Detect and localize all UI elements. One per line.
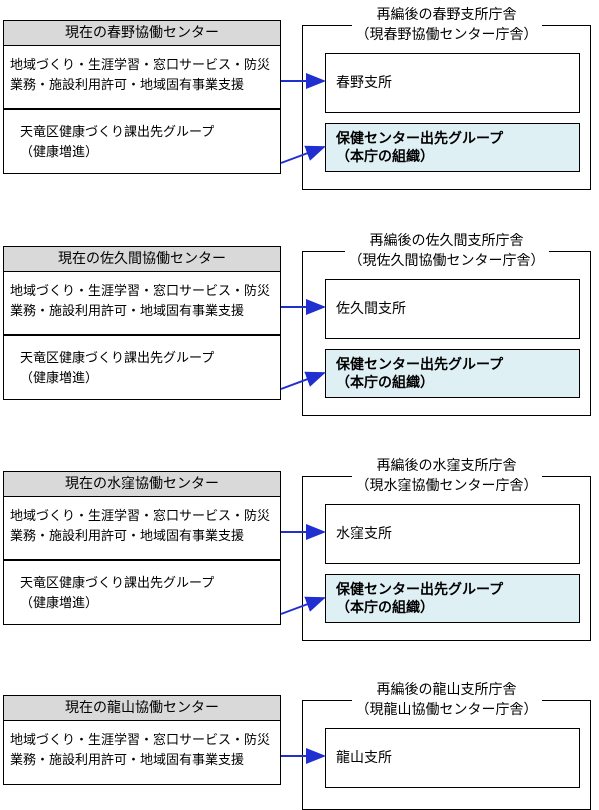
health-group-box: 天竜区健康づくり課出先グループ（健康増進） [3,336,281,400]
current-center: 現在の佐久間協働センター 地域づくり・生涯学習・窓口サービス・防災業務・施設利用… [3,246,281,400]
health-center-group-box: 保健センター出先グループ（本庁の組織） [325,123,580,172]
arrows [280,524,326,615]
after-title: 再編後の龍山支所庁舎（現龍山協働センター庁舎） [302,680,591,720]
section-sakuma: 再編後の佐久間支所庁舎（現佐久間協働センター庁舎） 現在の佐久間協働センター 地… [0,231,599,416]
arrows [280,299,326,390]
section-haruno: 再編後の春野支所庁舎（現春野協働センター庁舎） 現在の春野協働センター 地域づく… [0,5,599,190]
services-box: 地域づくり・生涯学習・窓口サービス・防災業務・施設利用許可・地域固有事業支援 [3,497,281,561]
health-center-group-box: 保健センター出先グループ（本庁の組織） [325,574,580,623]
after-title: 再編後の水窪支所庁舎（現水窪協働センター庁舎） [302,456,591,496]
current-center: 現在の水窪協働センター 地域づくり・生涯学習・窓口サービス・防災業務・施設利用許… [3,471,281,625]
current-center-title: 現在の春野協働センター [3,20,281,46]
health-group-box: 天竜区健康づくり課出先グループ（健康増進） [3,110,281,174]
branch-office-box: 水窪支所 [325,504,580,564]
current-center: 現在の龍山協働センター 地域づくり・生涯学習・窓口サービス・防災業務・施設利用許… [3,695,281,785]
health-center-group-box: 保健センター出先グループ（本庁の組織） [325,349,580,398]
current-center-title: 現在の水窪協働センター [3,471,281,497]
branch-office-box: 春野支所 [325,53,580,113]
branch-office-box: 龍山支所 [325,728,580,788]
current-center-title: 現在の佐久間協働センター [3,246,281,272]
section-tatsuyama: 再編後の龍山支所庁舎（現龍山協働センター庁舎） 現在の龍山協働センター 地域づく… [0,680,599,810]
after-title: 再編後の春野支所庁舎（現春野協働センター庁舎） [302,5,591,45]
services-box: 地域づくり・生涯学習・窓口サービス・防災業務・施設利用許可・地域固有事業支援 [3,272,281,336]
arrow-health [280,596,326,615]
current-center: 現在の春野協働センター 地域づくり・生涯学習・窓口サービス・防災業務・施設利用許… [3,20,281,174]
arrows [281,748,326,764]
after-title: 再編後の佐久間支所庁舎（現佐久間協働センター庁舎） [302,231,591,271]
section-misakubo: 再編後の水窪支所庁舎（現水窪協働センター庁舎） 現在の水窪協働センター 地域づく… [0,456,599,641]
arrow-health [280,371,326,390]
services-box: 地域づくり・生涯学習・窓口サービス・防災業務・施設利用許可・地域固有事業支援 [3,46,281,110]
branch-office-box: 佐久間支所 [325,279,580,339]
arrows [280,73,326,164]
arrow-health [280,145,326,164]
health-group-box: 天竜区健康づくり課出先グループ（健康増進） [3,561,281,625]
services-box: 地域づくり・生涯学習・窓口サービス・防災業務・施設利用許可・地域固有事業支援 [3,721,281,785]
current-center-title: 現在の龍山協働センター [3,695,281,721]
